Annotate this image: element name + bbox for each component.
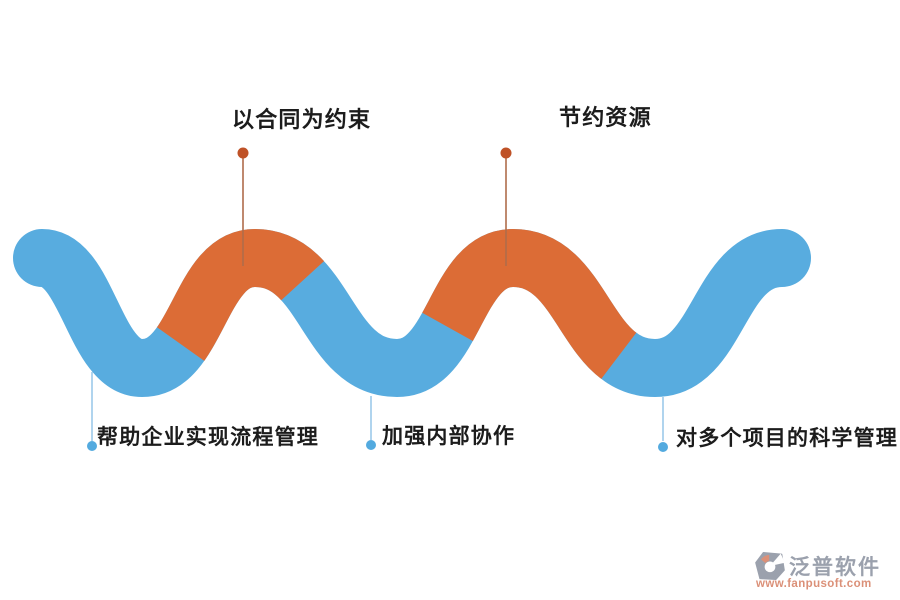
callout-label-save-resources: 节约资源 [559, 105, 652, 130]
watermark-url-text: www.fanpusoft.com [756, 578, 872, 590]
callout-label-multi-project-management: 对多个项目的科学管理 [676, 427, 898, 450]
fanpu-watermark: 泛普软件 www.fanpusoft.com [752, 549, 897, 595]
callout-dot-top-2 [500, 147, 512, 159]
callout-label-contract-constraint: 以合同为约束 [232, 107, 372, 132]
fanpu-logo-icon [755, 552, 785, 580]
callout-dot-bottom-3 [658, 442, 668, 452]
callout-label-internal-collaboration: 加强内部协作 [382, 425, 516, 448]
ribbon-blue-path [13, 228, 811, 398]
watermark-brand-text: 泛普软件 [789, 556, 881, 579]
callout-dot-bottom-1 [87, 441, 97, 451]
callout-dot-bottom-2 [366, 440, 376, 450]
callout-label-process-management: 帮助企业实现流程管理 [97, 426, 319, 449]
callout-dot-top-1 [237, 147, 249, 159]
